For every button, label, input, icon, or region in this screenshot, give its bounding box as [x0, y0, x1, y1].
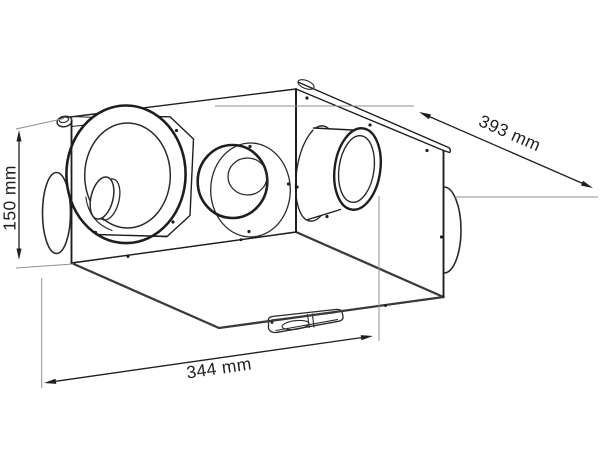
right-duct-bore	[337, 135, 376, 203]
depth-dimension-label: 393 mm	[476, 111, 544, 156]
rivets	[93, 96, 444, 307]
ventilation-unit	[41, 79, 462, 334]
dimension-height: 150 mm	[0, 118, 74, 269]
small-inner-duct	[89, 176, 115, 220]
bottom-silhouette-edge	[70, 261, 445, 330]
mounting-flange	[297, 79, 451, 154]
width-dimension-line	[55, 336, 362, 382]
height-arrowhead-bottom	[16, 248, 22, 260]
height-arrowhead-top	[16, 130, 22, 142]
middle-duct-tube	[196, 143, 269, 220]
middle-duct-bore	[227, 157, 268, 196]
width-extension-lines	[41, 196, 380, 388]
duct-opening-inner	[83, 122, 172, 229]
middle-duct-connection	[196, 142, 291, 238]
bottom-right-edge	[294, 230, 445, 299]
left-side-spigot	[41, 171, 72, 255]
depth-extension-lines	[215, 105, 598, 198]
depth-dimension-line	[429, 116, 583, 184]
depth-arrowhead-lower	[581, 180, 593, 188]
height-extension-lines	[15, 118, 74, 269]
large-duct-connection	[65, 104, 195, 245]
width-arrowhead-right	[360, 335, 373, 341]
width-arrowhead-left	[44, 378, 57, 384]
width-dimension-label: 344 mm	[185, 353, 253, 382]
depth-arrowhead-upper	[419, 112, 431, 120]
height-dimension-label: 150 mm	[0, 165, 20, 231]
middle-flange-ring	[210, 142, 291, 238]
